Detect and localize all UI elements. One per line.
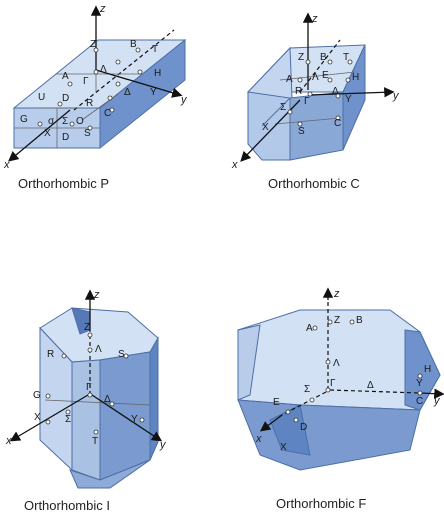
p-point-d-bottom: D: [62, 132, 69, 143]
f-point-z: Z: [334, 315, 340, 326]
caption-orthorhombic-f: Orthorhombic F: [276, 496, 367, 511]
i-point-delta: Δ: [104, 394, 111, 405]
i-point-z: Z: [84, 322, 90, 333]
i-axis-z: z: [93, 289, 100, 301]
orthorhombic-f-zone: z y x A Z B Λ H Γ Δ Σ Y E C D X: [237, 287, 444, 471]
p-axis-z: z: [99, 3, 106, 15]
p-point-r: R: [86, 98, 93, 109]
f-bottom-face: [237, 399, 421, 471]
orthorhombic-i-zone: z y x Z R Λ S G Γ Δ X Σ Y T: [5, 289, 167, 489]
f-point-e: E: [273, 397, 280, 408]
f-point-sigma: Σ: [304, 384, 310, 395]
i-point-y: Y: [131, 414, 138, 425]
p-point-c: C: [104, 108, 111, 119]
i-point-gamma: Γ: [86, 382, 92, 393]
c-point-h: H: [352, 72, 359, 83]
p-point-lambda: Λ: [100, 64, 107, 75]
c-axis-x: x: [231, 159, 238, 171]
i-point-x: X: [34, 412, 41, 423]
c-point-y: Y: [345, 94, 352, 105]
i-point-lambda: Λ: [95, 344, 102, 355]
p-point-a: A: [62, 71, 69, 82]
i-axis-x: x: [5, 435, 12, 447]
p-point-z: Z: [90, 39, 96, 50]
i-point-t: T: [92, 436, 98, 447]
f-axis-y: y: [433, 395, 441, 407]
i-right-face: [99, 351, 151, 481]
orthorhombic-p-zone: z y x Z B T A Γ H Λ U D R Δ Y G σ Σ O X …: [3, 3, 188, 171]
p-axis-y: y: [180, 94, 188, 106]
p-point-y: Y: [150, 87, 157, 98]
i-point-g: G: [33, 390, 41, 401]
c-axis-y: y: [392, 90, 400, 102]
p-point-x: X: [44, 128, 51, 139]
caption-orthorhombic-p: Orthorhombic P: [18, 176, 110, 191]
p-point-delta: Δ: [124, 87, 131, 98]
c-point-gamma: Γ: [304, 96, 310, 107]
f-point-c: C: [416, 396, 423, 407]
p-point-gamma: Γ: [83, 76, 89, 87]
p-point-h: H: [154, 68, 161, 79]
c-point-c: C: [334, 118, 341, 129]
c-point-x: X: [262, 122, 269, 133]
c-point-z: Z: [298, 52, 304, 63]
p-point-sigma: Σ: [62, 116, 68, 127]
c-side-face: [342, 44, 366, 151]
p-axis-x: x: [3, 159, 10, 171]
c-point-delta: Δ: [332, 86, 339, 97]
p-side-face: [99, 38, 186, 150]
c-point-r: R: [295, 86, 302, 97]
f-point-a: A: [306, 323, 313, 334]
f-point-h: H: [424, 364, 431, 375]
i-point-s: S: [118, 349, 125, 360]
i-point-sigma: Σ: [65, 414, 71, 425]
c-axis-z: z: [311, 13, 318, 25]
orthorhombic-c-zone: z y x Z B T A Λ E H R Γ Δ Σ Y X S C: [231, 12, 400, 171]
f-point-x: X: [280, 442, 287, 453]
f-point-delta: Δ: [367, 380, 374, 391]
p-point-s: S: [84, 128, 91, 139]
p-point-sigma-small: σ: [48, 116, 55, 127]
c-point-sigma: Σ: [280, 102, 286, 113]
f-point-y: Y: [416, 378, 423, 389]
c-point-lambda: Λ: [312, 72, 319, 83]
i-point-r: R: [47, 349, 54, 360]
f-point-d: D: [300, 422, 307, 433]
f-axis-z: z: [333, 288, 340, 300]
c-point-e: E: [322, 70, 329, 81]
c-point-a: A: [286, 74, 293, 85]
f-axis-x: x: [255, 433, 262, 445]
p-point-d-top: D: [62, 93, 69, 104]
f-point-gamma: Γ: [330, 378, 336, 389]
i-axis-y: y: [159, 439, 167, 451]
f-point-lambda: Λ: [333, 358, 340, 369]
p-point-g: G: [20, 114, 28, 125]
p-point-t: T: [152, 44, 158, 55]
f-point-b: B: [356, 315, 363, 326]
f-right-face: [404, 329, 441, 411]
c-point-s: S: [298, 126, 305, 137]
p-point-o: O: [76, 116, 84, 127]
p-point-u: U: [38, 92, 45, 103]
p-point-b: B: [130, 39, 137, 50]
c-point-t: T: [343, 52, 349, 63]
caption-orthorhombic-c: Orthorhombic C: [268, 176, 360, 191]
caption-orthorhombic-i: Orthorhombic I: [24, 498, 110, 513]
i-front-face: [71, 359, 101, 481]
c-point-b: B: [320, 52, 327, 63]
